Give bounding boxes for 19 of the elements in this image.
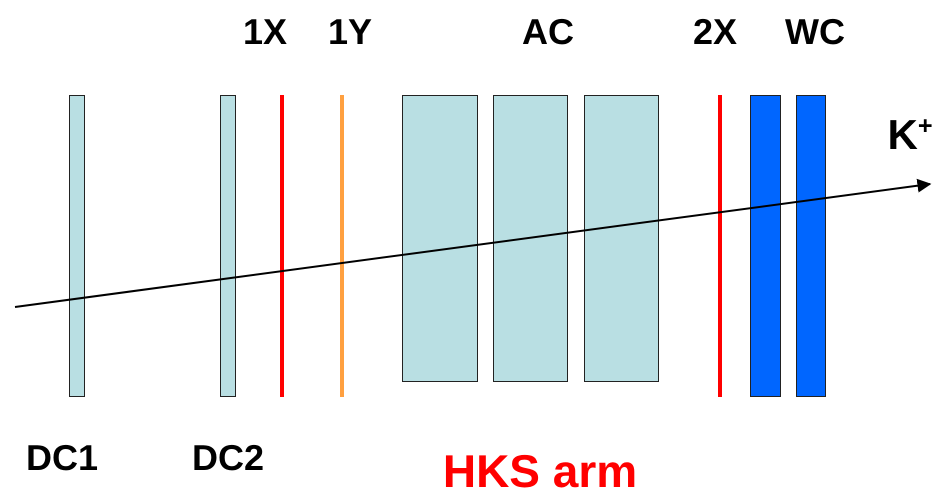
drift-chamber-plane bbox=[69, 95, 85, 397]
detector-label: 1Y bbox=[328, 14, 372, 50]
scintillator-plane bbox=[718, 95, 722, 397]
detector-label: 2X bbox=[692, 14, 738, 50]
scintillator-plane bbox=[340, 95, 344, 397]
detector-label: 1X bbox=[242, 14, 288, 50]
drift-chamber-plane bbox=[220, 95, 236, 397]
scintillator-plane bbox=[280, 95, 284, 397]
detector-label: WC bbox=[785, 14, 845, 50]
water-cherenkov-block bbox=[750, 95, 781, 397]
detector-label: DC2 bbox=[192, 440, 264, 476]
aerogel-counter-block bbox=[493, 95, 568, 382]
aerogel-counter-block bbox=[402, 95, 478, 382]
particle-label: K$^{+}$ bbox=[887, 114, 933, 156]
caption: HKS arm bbox=[442, 448, 638, 494]
detector-label: DC1 bbox=[26, 440, 98, 476]
water-cherenkov-block bbox=[796, 95, 826, 397]
aerogel-counter-block bbox=[584, 95, 659, 382]
detector-label: AC bbox=[522, 14, 574, 50]
